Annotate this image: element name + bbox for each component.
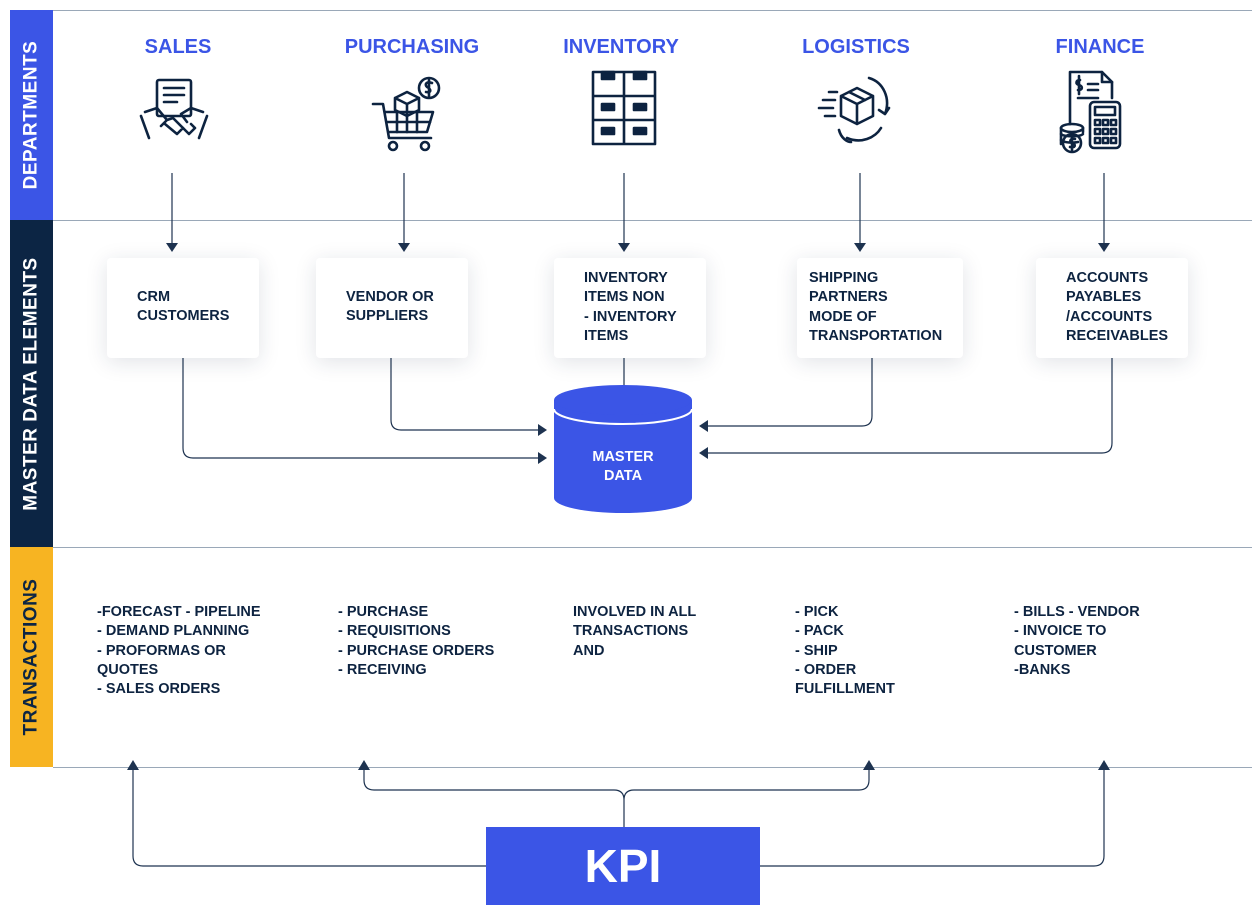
stacked-boxes-icon — [591, 70, 657, 146]
master-divider — [53, 547, 1252, 548]
accounts-to-master-line — [706, 358, 1113, 454]
finance-title: FINANCE — [1055, 36, 1145, 58]
purchasing-title: PURCHASING — [344, 36, 480, 58]
shopping-cart-icon — [371, 76, 441, 152]
accounts-card: ACCOUNTS PAYABLES /ACCOUNTS RECEIVABLES — [1036, 258, 1188, 358]
shipping-partners-text: SHIPPING PARTNERS MODE OF TRANSPORTATION — [809, 270, 943, 344]
sales-title: SALES — [144, 36, 212, 58]
purchasing-transactions: - PURCHASE - REQUISITIONS - PURCHASE ORD… — [338, 604, 495, 678]
vendor-suppliers-card: VENDOR OR SUPPLIERS — [316, 258, 468, 358]
logistics-title: LOGISTICS — [802, 36, 910, 58]
master-data-elements-band: MASTER DATA ELEMENTS — [10, 220, 53, 547]
handshake-invoice-icon — [139, 78, 209, 140]
vendor-to-master-line — [390, 358, 540, 431]
crm-to-master-line — [182, 358, 540, 459]
master-data-label: MASTER DATA — [592, 449, 654, 484]
kpi-center-line — [363, 768, 870, 827]
logistics-transactions: - PICK - PACK - SHIP - ORDER FULFILLMENT — [795, 604, 895, 698]
inventory-transactions: INVOLVED IN ALL TRANSACTIONS AND — [573, 604, 697, 659]
master-data-cylinder — [553, 385, 693, 513]
vendor-suppliers-text: VENDOR OR SUPPLIERS — [346, 289, 434, 325]
shipping-to-master-line — [706, 358, 873, 427]
accounts-text: ACCOUNTS PAYABLES /ACCOUNTS RECEIVABLES — [1066, 270, 1169, 344]
shipping-box-icon — [817, 76, 891, 144]
kpi-box: KPI — [486, 827, 760, 905]
sales-transactions: -FORECAST - PIPELINE - DEMAND PLANNING -… — [97, 604, 261, 698]
departments-divider — [53, 220, 1252, 221]
crm-customers-text: CRM CUSTOMERS — [137, 289, 230, 325]
inventory-items-text: INVENTORY ITEMS NON - INVENTORY ITEMS — [584, 270, 677, 344]
departments-band: DEPARTMENTS — [10, 10, 53, 220]
inventory-items-card: INVENTORY ITEMS NON - INVENTORY ITEMS — [554, 258, 706, 358]
transactions-band: TRANSACTIONS — [10, 547, 53, 767]
kpi-left-line — [132, 768, 486, 867]
kpi-label: KPI — [584, 840, 662, 892]
top-divider — [53, 10, 1252, 11]
kpi-right-line — [760, 768, 1105, 867]
finance-transactions: - BILLS - VENDOR - INVOICE TO CUSTOMER -… — [1014, 604, 1140, 678]
calculator-invoice-icon — [1059, 70, 1122, 154]
crm-customers-card: CRM CUSTOMERS — [107, 258, 259, 358]
shipping-partners-card: SHIPPING PARTNERS MODE OF TRANSPORTATION — [797, 258, 963, 358]
inventory-title: INVENTORY — [563, 36, 679, 58]
transactions-divider — [53, 767, 1252, 768]
